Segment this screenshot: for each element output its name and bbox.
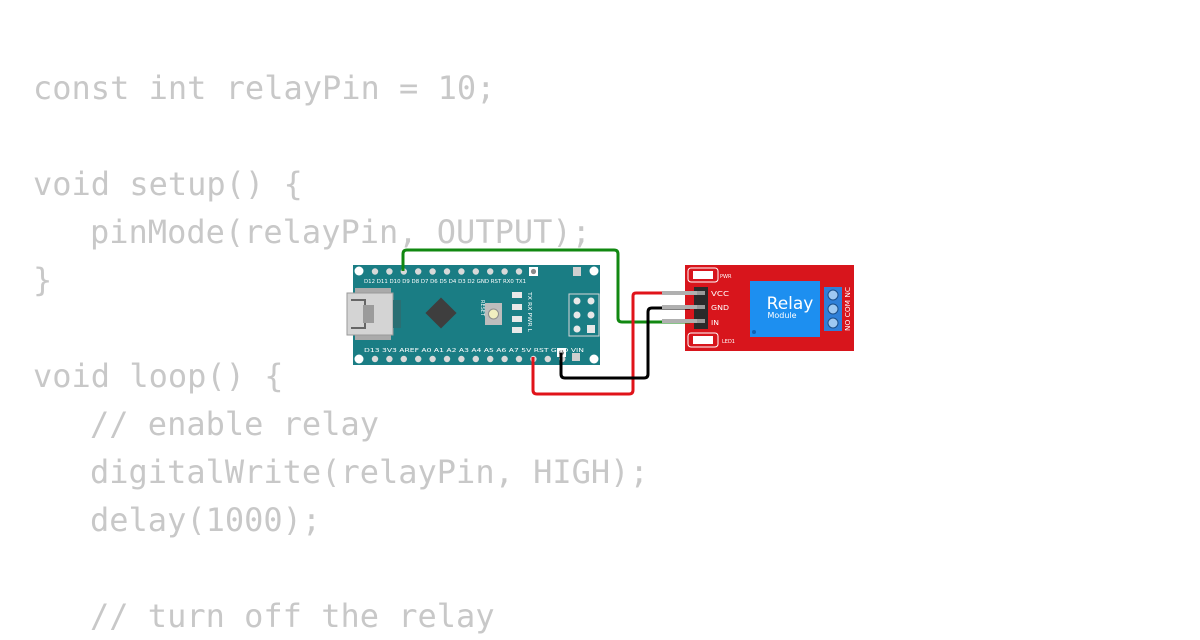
relay-vcc-label: VCC: [711, 290, 729, 298]
header-pin: [415, 355, 422, 363]
code-line: const int relayPin = 10;: [33, 69, 496, 107]
header-pin: [371, 268, 379, 275]
code-line: void loop() {: [33, 357, 284, 395]
header-pin: [487, 268, 494, 275]
power-wire: [531, 291, 690, 396]
relay-gnd-label: GND: [711, 304, 729, 312]
header-pin: [515, 355, 523, 363]
code-line: pinMode(relayPin, OUTPUT);: [90, 213, 591, 251]
nano-bottom-pin-header: [371, 355, 566, 363]
header-pin: [371, 355, 379, 363]
code-line: }: [33, 261, 53, 299]
header-pin: [386, 268, 393, 275]
relay-title: Relay: [767, 294, 814, 314]
header-pin: [443, 355, 451, 363]
header-pin: [429, 268, 436, 275]
signal-wire: [401, 248, 690, 324]
header-pin: [501, 355, 508, 363]
header-pin: [487, 355, 494, 363]
header-pin: [515, 268, 523, 275]
header-pin: [472, 268, 479, 275]
header-pin: [415, 268, 422, 275]
header-pin: [501, 268, 508, 275]
relay-terminal-label: NO COM NC: [844, 287, 852, 331]
header-pin: [443, 268, 451, 275]
relay-pwr-label: PWR: [720, 274, 732, 280]
code-line: digitalWrite(relayPin, HIGH);: [90, 453, 649, 491]
nano-reset-label: RESET: [479, 300, 485, 317]
relay-module-board: PWR LED1 VCC GND IN Relay Module NO COM …: [685, 265, 854, 351]
code-line: // turn off the relay: [90, 597, 495, 635]
code-listing: const int relayPin = 10; void setup() { pi…: [33, 64, 649, 640]
header-pin: [458, 268, 465, 275]
nano-top-pin-labels: D12 D11 D10 D9 D8 D7 D6 D5 D4 D3 D2 GND …: [364, 279, 526, 285]
header-pin: [472, 355, 479, 363]
relay-in-label: IN: [711, 319, 719, 327]
header-pin: [400, 355, 407, 363]
header-pin: [458, 355, 465, 363]
nano-bottom-pin-labels: D13 3V3 AREF A0 A1 A2 A3 A4 A5 A6 A7 5V …: [364, 348, 584, 354]
code-line: // enable relay: [90, 405, 379, 443]
wires: [401, 248, 697, 396]
header-pin: [544, 355, 551, 363]
code-line: delay(1000);: [90, 501, 322, 539]
header-pin: [429, 355, 436, 363]
relay-subtitle: Module: [767, 311, 796, 320]
header-pin: [386, 355, 393, 363]
code-line: void setup() {: [33, 165, 303, 203]
arduino-nano-board: D12 D11 D10 D9 D8 D7 D6 D5 D4 D3 D2 GND …: [346, 265, 600, 365]
relay-led-label: LED1: [722, 339, 735, 345]
nano-led-labels: TX RX PWR L: [526, 291, 532, 332]
ground-wire: [559, 306, 690, 380]
